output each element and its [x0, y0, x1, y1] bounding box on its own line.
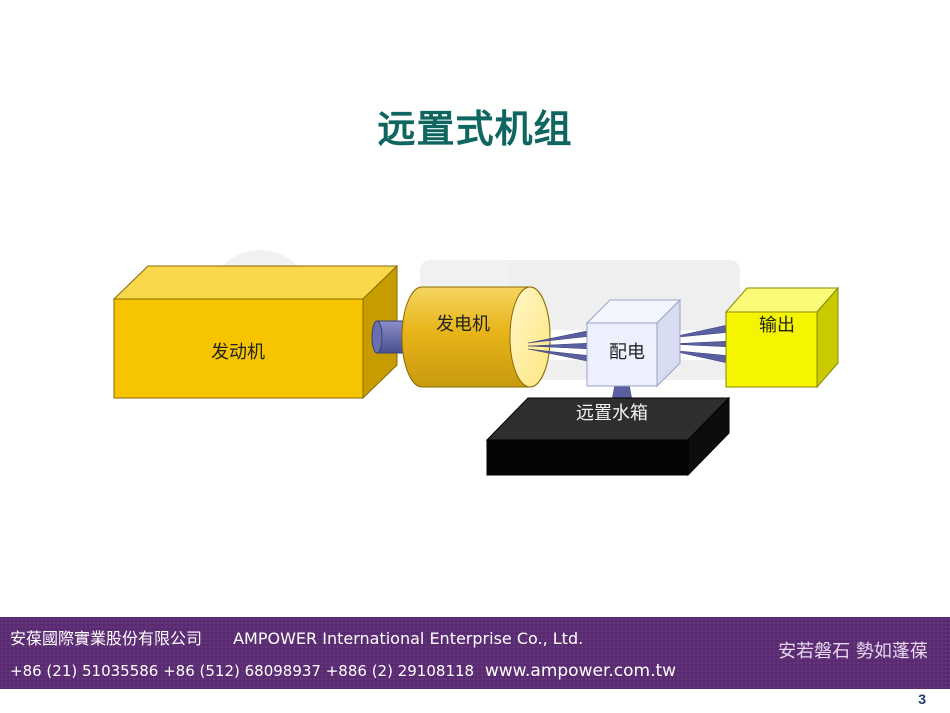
- page-number: 3: [918, 691, 926, 707]
- water-tank-box: 远置水箱: [485, 396, 731, 477]
- company-motto: 安若磐石 勢如蓬葆: [778, 641, 928, 662]
- remote-genset-diagram: 发动机 发电机 配电 输出: [112, 250, 840, 477]
- output-box: 输出: [724, 286, 840, 389]
- distribution-label: 配电: [609, 342, 645, 363]
- company-name-en: AMPOWER International Enterprise Co., Lt…: [233, 629, 584, 648]
- footer-bar: 安葆國際實業股份有限公司 AMPOWER International Enter…: [0, 617, 950, 689]
- footer-contact-line: +86 (21) 51035586 +86 (512) 68098937 +88…: [10, 661, 676, 681]
- website-link[interactable]: www.ampower.com.tw: [484, 661, 677, 681]
- water-tank-label: 远置水箱: [576, 403, 648, 424]
- generator-label: 发电机: [436, 314, 490, 335]
- distribution-cube: 配电: [585, 298, 682, 388]
- output-label: 输出: [759, 315, 795, 336]
- generator-cylinder: 发电机: [401, 286, 551, 388]
- footer-company-line: 安葆國際實業股份有限公司 AMPOWER International Enter…: [10, 625, 583, 649]
- phone-numbers: +86 (21) 51035586 +86 (512) 68098937 +88…: [10, 662, 475, 680]
- engine-label: 发动机: [211, 342, 265, 363]
- engine-shaft: [371, 320, 406, 354]
- company-name-cn: 安葆國際實業股份有限公司: [10, 629, 203, 648]
- engine-box: 发动机: [112, 264, 399, 400]
- slide-title: 远置式机组: [377, 106, 573, 151]
